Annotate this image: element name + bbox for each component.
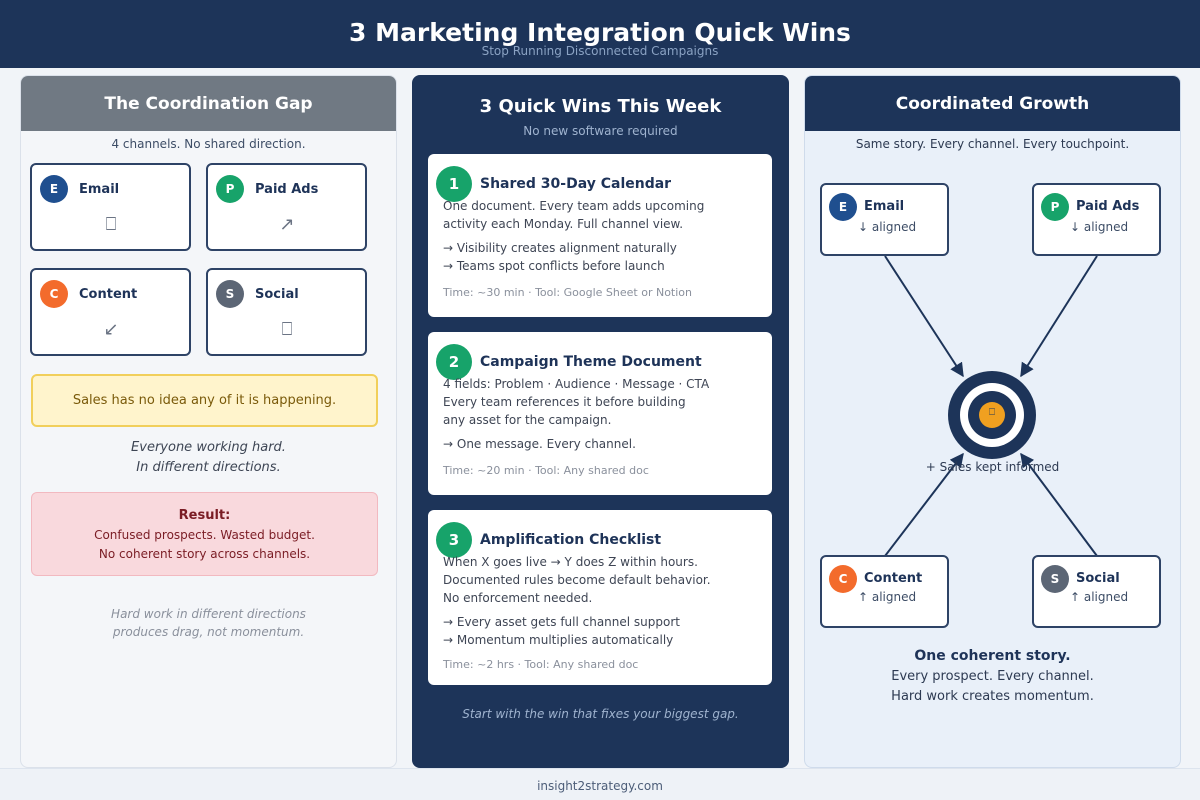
coherent-story-line-1: Every prospect. Every channel. — [891, 669, 1094, 684]
win-title: Campaign Theme Document — [480, 354, 702, 370]
win-meta: Time: ~30 min · Tool: Google Sheet or No… — [443, 286, 692, 299]
aligned-channel-label: Content — [864, 571, 923, 586]
closing-line-1: Hard work in different directions — [111, 607, 306, 621]
aligned-status: ↑ aligned — [858, 590, 917, 604]
gap-channel-email: E Email ⎕ — [30, 163, 191, 251]
gap-channel-label: Social — [255, 287, 299, 302]
email-badge: E — [40, 175, 68, 203]
quick-wins-panel: 3 Quick Wins This Week No new software r… — [412, 75, 789, 768]
aligned-status: ↑ aligned — [1070, 590, 1129, 604]
social-badge: S — [216, 280, 244, 308]
arrow-content-to-target — [884, 452, 964, 557]
win-bullet: → Momentum multiplies automatically — [443, 633, 674, 647]
win-description-line: 4 fields: Problem · Audience · Message ·… — [443, 377, 710, 391]
gap-channel-label: Content — [79, 287, 138, 302]
arrow-email-to-target — [884, 255, 964, 378]
page-footer: insight2strategy.com — [0, 768, 1200, 800]
aligned-status: ↓ aligned — [858, 220, 917, 234]
coordinated-growth-title: Coordinated Growth — [895, 94, 1090, 114]
target-center-icon: ⎕ — [989, 407, 995, 418]
quick-wins-title: 3 Quick Wins This Week — [479, 96, 722, 117]
aligned-channel-paid-ads: P Paid Ads ↓ aligned — [1032, 183, 1161, 256]
win-description-line: One document. Every team adds upcoming — [443, 199, 705, 213]
aligned-status: ↓ aligned — [1070, 220, 1129, 234]
coordination-gap-header: The Coordination Gap — [21, 76, 396, 131]
convergence-diagram — [884, 255, 1098, 557]
arrow-up-right-icon: ↗ — [279, 214, 295, 235]
gap-channel-label: Email — [79, 182, 120, 197]
aligned-channel-label: Social — [1076, 571, 1120, 586]
win-description-line: any asset for the campaign. — [443, 413, 612, 427]
win-title: Shared 30-Day Calendar — [480, 176, 672, 192]
aligned-channel-email: E Email ↓ aligned — [820, 183, 949, 256]
win-bullet: → One message. Every channel. — [443, 437, 636, 451]
aligned-channel-label: Paid Ads — [1076, 199, 1140, 214]
result-box: Result: Confused prospects. Wasted budge… — [31, 492, 378, 576]
win-bullet: → Teams spot conflicts before launch — [443, 259, 665, 273]
result-line-2: No coherent story across channels. — [98, 547, 311, 561]
coordinated-growth-header: Coordinated Growth — [805, 76, 1180, 131]
win-card-theme-document: 2 Campaign Theme Document 4 fields: Prob… — [428, 332, 772, 495]
win-card-calendar: 1 Shared 30-Day Calendar One document. E… — [428, 154, 772, 317]
sales-informed-label: + Sales kept informed — [925, 460, 1060, 474]
arrow-down-left-icon: ↙ — [103, 319, 119, 340]
win-description-line: Every team references it before building — [443, 395, 686, 409]
arrow-social-to-target — [1020, 452, 1098, 557]
coherent-story-title: One coherent story. — [914, 648, 1071, 664]
working-line-1: Everyone working hard. — [131, 440, 286, 455]
paid-ads-badge: P — [1041, 193, 1069, 221]
coordinated-growth-subtitle: Same story. Every channel. Every touchpo… — [855, 137, 1130, 151]
win-bullet: → Every asset gets full channel support — [443, 615, 680, 629]
win-description-line: activity each Monday. Full channel view. — [443, 217, 684, 231]
page-subtitle: Stop Running Disconnected Campaigns — [481, 44, 719, 58]
content-badge: C — [40, 280, 68, 308]
win-number-badge: 1 — [436, 166, 472, 202]
gap-channel-content: C Content ↙ — [30, 268, 191, 356]
footer-website: insight2strategy.com — [537, 779, 663, 793]
email-badge: E — [829, 193, 857, 221]
arrow-paid-ads-to-target — [1020, 255, 1098, 378]
win-meta: Time: ~20 min · Tool: Any shared doc — [443, 464, 649, 477]
win-number-badge: 3 — [436, 522, 472, 558]
win-number-badge: 2 — [436, 344, 472, 380]
coordination-gap-subtitle: 4 channels. No shared direction. — [111, 137, 306, 151]
working-line-2: In different directions. — [136, 460, 281, 475]
win-title: Amplification Checklist — [480, 532, 662, 548]
result-line-1: Confused prospects. Wasted budget. — [94, 528, 315, 542]
square-icon: ⎕ — [281, 319, 293, 340]
page-title: 3 Marketing Integration Quick Wins — [349, 18, 851, 47]
social-badge: S — [1041, 565, 1069, 593]
quick-wins-footer: Start with the win that fixes your bigge… — [462, 707, 739, 721]
content-badge: C — [829, 565, 857, 593]
target-center — [979, 402, 1005, 428]
coherent-story-line-2: Hard work creates momentum. — [891, 689, 1094, 704]
win-card-amplification-checklist: 3 Amplification Checklist When X goes li… — [428, 510, 772, 685]
coordination-gap-panel: The Coordination Gap 4 channels. No shar… — [20, 75, 397, 768]
win-description-line: Documented rules become default behavior… — [443, 573, 711, 587]
square-icon: ⎕ — [105, 214, 117, 235]
aligned-channel-social: S Social ↑ aligned — [1032, 555, 1161, 628]
gap-channel-label: Paid Ads — [255, 182, 319, 197]
paid-ads-badge: P — [216, 175, 244, 203]
win-description-line: No enforcement needed. — [443, 591, 593, 605]
win-bullet: → Visibility creates alignment naturally — [443, 241, 677, 255]
page-header: 3 Marketing Integration Quick Wins Stop … — [0, 0, 1200, 68]
gap-channel-social: S Social ⎕ — [206, 268, 367, 356]
gap-channel-paid-ads: P Paid Ads ↗ — [206, 163, 367, 251]
aligned-channel-content: C Content ↑ aligned — [820, 555, 949, 628]
result-title: Result: — [178, 508, 231, 523]
aligned-channel-label: Email — [864, 199, 905, 214]
win-description-line: When X goes live → Y does Z within hours… — [443, 555, 698, 569]
coordination-gap-title: The Coordination Gap — [104, 94, 313, 114]
win-meta: Time: ~2 hrs · Tool: Any shared doc — [443, 658, 639, 671]
coordinated-growth-panel: Coordinated Growth Same story. Every cha… — [804, 75, 1181, 768]
closing-line-2: produces drag, not momentum. — [112, 625, 305, 639]
sales-warning-note: Sales has no idea any of it is happening… — [31, 374, 378, 427]
quick-wins-subtitle: No new software required — [523, 124, 678, 138]
